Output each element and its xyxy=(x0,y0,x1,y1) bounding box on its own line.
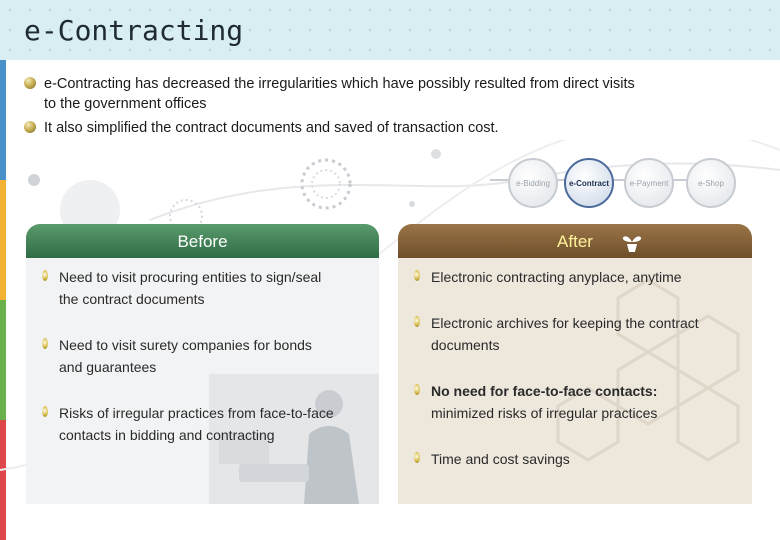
flow-node-e-shop: e-Shop xyxy=(686,158,736,208)
left-color-strip xyxy=(0,60,6,540)
decorative-photo-silhouette xyxy=(209,374,379,504)
decorative-hexagon-pattern xyxy=(556,278,740,462)
after-item-4: Time and cost savings xyxy=(414,448,570,470)
flow-node-e-bidding: e-Bidding xyxy=(508,158,558,208)
gold-ball-icon xyxy=(24,77,36,89)
strip-yellow xyxy=(0,180,6,300)
strip-blue xyxy=(0,60,6,180)
gold-ball-icon xyxy=(24,121,36,133)
title-bar: e-Contracting xyxy=(0,0,780,60)
before-panel: Before Need to visit procuring entities … xyxy=(26,224,379,504)
before-item-1: Need to visit procuring entities to sign… xyxy=(42,266,321,310)
after-item-3: No need for face-to-face contacts: minim… xyxy=(414,380,657,424)
strip-green xyxy=(0,300,6,420)
flow-node-e-payment: e-Payment xyxy=(624,158,674,208)
leaf-bullet-icon xyxy=(42,270,48,281)
leaf-bullet-icon xyxy=(414,452,420,463)
flow-node-e-contract: e-Contract xyxy=(564,158,614,208)
leaf-bullet-icon xyxy=(414,270,420,281)
leaf-bullet-icon xyxy=(414,316,420,327)
page-title: e-Contracting xyxy=(24,14,244,47)
leaf-bullet-icon xyxy=(414,384,420,395)
intro-bullet-1: e-Contracting has decreased the irregula… xyxy=(24,74,769,114)
before-item-2: Need to visit surety companies for bonds… xyxy=(42,334,312,378)
after-item-1: Electronic contracting anyplace, anytime xyxy=(414,266,682,288)
after-heading: After xyxy=(398,224,752,258)
leaf-bullet-icon xyxy=(42,406,48,417)
before-heading: Before xyxy=(26,224,379,258)
before-item-3: Risks of irregular practices from face-t… xyxy=(42,402,334,446)
after-item-2: Electronic archives for keeping the cont… xyxy=(414,312,699,356)
leaf-bullet-icon xyxy=(42,338,48,349)
sprout-icon xyxy=(622,236,642,252)
after-panel: After Electronic contracting anyplace, a… xyxy=(398,224,752,504)
intro-bullet-2: It also simplified the contract document… xyxy=(24,118,769,138)
strip-red xyxy=(0,420,6,540)
